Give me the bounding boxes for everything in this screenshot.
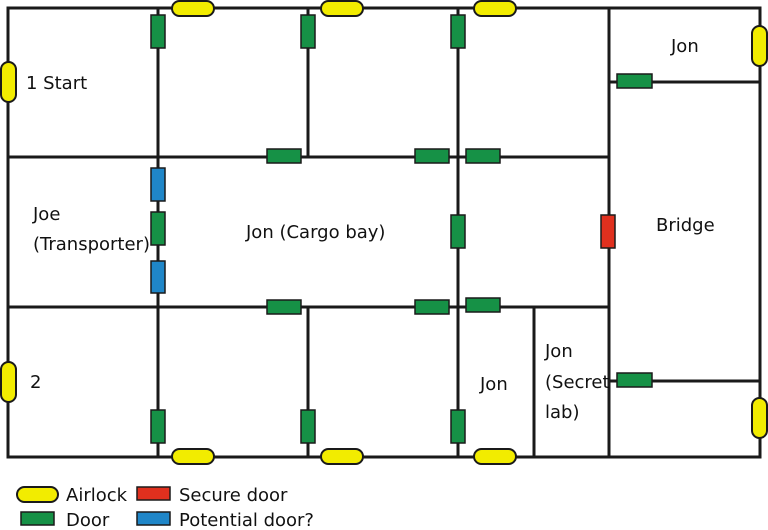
door (300, 14, 316, 49)
walls (6, 6, 762, 459)
room-label-jon-top-right: Jon (670, 36, 699, 57)
room-label-secret-lab-2: (Secret (545, 372, 610, 393)
airlock-left-2 (0, 361, 17, 403)
room-label-secret-lab-1: Jon (544, 341, 573, 362)
door (465, 297, 501, 313)
potential-door (150, 167, 166, 202)
room-label-2: 2 (30, 372, 41, 393)
door (450, 214, 466, 249)
outer-wall (6, 6, 762, 459)
legend-airlock-swatch (16, 486, 59, 503)
room-labels: 1 Start Joe (Transporter) Jon (Cargo bay… (26, 36, 715, 423)
room-label-start: 1 Start (26, 73, 87, 94)
airlock-left-1 (0, 61, 17, 103)
room-label-joe: Joe (32, 204, 60, 225)
airlocks (0, 0, 768, 465)
legend-secure-door-swatch (136, 486, 171, 501)
door (616, 372, 653, 388)
door (414, 299, 450, 315)
airlock-bottom-3 (473, 448, 517, 465)
door (150, 409, 166, 444)
airlock-bottom-1 (171, 448, 215, 465)
airlock-bottom-2 (320, 448, 364, 465)
door (616, 73, 653, 89)
legend-potential-door-label: Potential door? (179, 510, 314, 530)
legend-secure-door-label: Secure door (179, 485, 288, 506)
room-label-secret-lab-3: lab) (545, 402, 579, 423)
legend: Airlock Door Secure door Potential door? (16, 485, 314, 530)
door (450, 409, 466, 444)
airlock-top-2 (320, 0, 364, 17)
room-label-jon-bottom: Jon (479, 374, 508, 395)
door (266, 299, 302, 315)
door (414, 148, 450, 164)
airlock-top-1 (171, 0, 215, 17)
legend-door-swatch (20, 511, 55, 526)
legend-airlock-label: Airlock (66, 485, 128, 506)
doors (150, 14, 653, 444)
door (150, 14, 166, 49)
potential-door (150, 260, 166, 294)
secure-door (600, 214, 616, 249)
room-label-cargo-bay: Jon (Cargo bay) (245, 222, 385, 243)
room-label-bridge: Bridge (656, 215, 715, 236)
door (300, 409, 316, 444)
airlock-top-3 (473, 0, 517, 17)
legend-potential-door-swatch (136, 511, 171, 526)
airlock-right-2 (751, 397, 768, 439)
room-label-joe-transporter: (Transporter) (33, 234, 150, 255)
door (150, 211, 166, 246)
door (266, 148, 302, 164)
door (450, 14, 466, 49)
legend-door-label: Door (66, 510, 110, 530)
potential-doors (150, 167, 166, 294)
door (465, 148, 501, 164)
airlock-right-1 (751, 25, 768, 67)
